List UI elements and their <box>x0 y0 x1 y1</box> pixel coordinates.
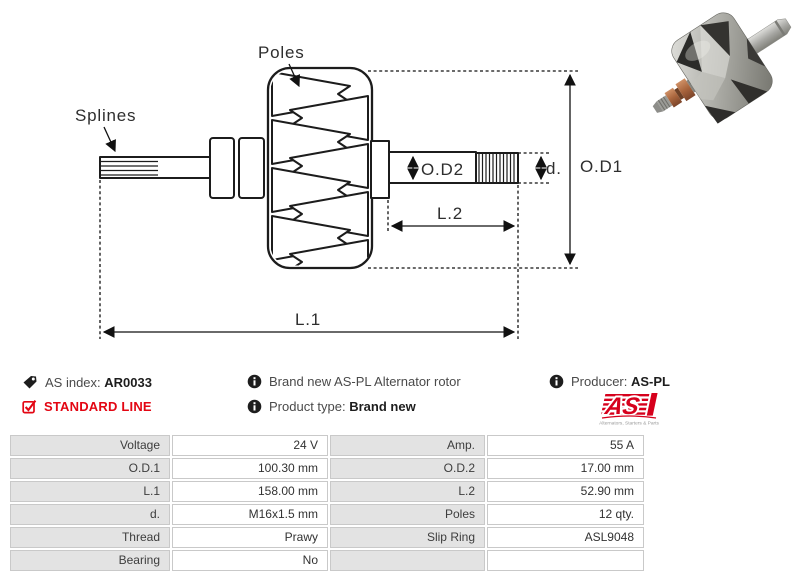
as-index-row: AS index: AR0033 <box>22 374 152 390</box>
spec-label: L.2 <box>330 481 485 502</box>
spec-label: Voltage <box>10 435 170 456</box>
table-row: d. M16x1.5 mm Poles 12 qty. <box>10 504 644 525</box>
as-pl-logo: AS Alternators, Starters & Parts <box>598 391 660 432</box>
spec-label: O.D.2 <box>330 458 485 479</box>
spec-label: Poles <box>330 504 485 525</box>
collar-left-a <box>209 137 235 199</box>
as-index-text: AS index: AR0033 <box>45 375 152 390</box>
od1-label: O.D1 <box>580 157 623 176</box>
spec-value <box>487 550 644 571</box>
as-index-label: AS index: <box>45 374 101 390</box>
as-logo-caption: Alternators, Starters & Parts <box>599 421 659 427</box>
description-row: Brand new AS-PL Alternator rotor <box>247 374 461 389</box>
photo-slip-rings <box>652 78 698 113</box>
poles-pointer-arrow <box>288 63 300 88</box>
technical-diagram: Poles Splines O.D2 d. O.D1 L.2 L.1 <box>75 43 623 339</box>
spec-value: 158.00 mm <box>172 481 328 502</box>
spec-label: Slip Ring <box>330 527 485 548</box>
spec-value: 52.90 mm <box>487 481 644 502</box>
table-row: Thread Prawy Slip Ring ASL9048 <box>10 527 644 548</box>
splines-pointer-arrow <box>103 126 116 153</box>
pole-body <box>266 66 374 270</box>
spec-label: d. <box>10 504 170 525</box>
spec-value: No <box>172 550 328 571</box>
spec-label: Thread <box>10 527 170 548</box>
spec-value: Prawy <box>172 527 328 548</box>
spec-value: 24 V <box>172 435 328 456</box>
spec-value: 100.30 mm <box>172 458 328 479</box>
producer-text: Producer: AS-PL <box>571 374 670 389</box>
spec-value: 17.00 mm <box>487 458 644 479</box>
claw-poles <box>271 71 369 266</box>
spec-table: Voltage 24 V Amp. 55 A O.D.1 100.30 mm O… <box>8 433 646 573</box>
product-type-row: Product type: Brand new <box>247 399 416 414</box>
checkbox-checked-icon <box>22 399 37 414</box>
standard-line-row: STANDARD LINE <box>22 399 152 414</box>
standard-line-badge: STANDARD LINE <box>44 399 152 414</box>
as-logo-mark: AS <box>600 391 658 422</box>
info-icon <box>549 374 564 389</box>
as-index-value: AR0033 <box>104 374 152 390</box>
table-row: L.1 158.00 mm L.2 52.90 mm <box>10 481 644 502</box>
table-row: O.D.1 100.30 mm O.D.2 17.00 mm <box>10 458 644 479</box>
producer-row: Producer: AS-PL <box>549 374 670 389</box>
table-row: Bearing No <box>10 550 644 571</box>
info-icon <box>247 399 262 414</box>
product-type-label: Product type: <box>269 399 346 414</box>
od2-label: O.D2 <box>421 160 464 179</box>
spec-value: M16x1.5 mm <box>172 504 328 525</box>
collar-right <box>370 140 390 199</box>
producer-label: Producer: <box>571 374 628 389</box>
producer-value: AS-PL <box>631 374 670 389</box>
spec-value: 55 A <box>487 435 644 456</box>
tag-icon <box>22 374 38 390</box>
splines-label: Splines <box>75 106 136 125</box>
photo-body <box>671 12 773 124</box>
spec-value: ASL9048 <box>487 527 644 548</box>
spec-label <box>330 550 485 571</box>
as-logo-swoosh <box>601 415 657 419</box>
l1-label: L.1 <box>295 310 321 329</box>
splined-shaft <box>99 156 211 179</box>
spec-label: Bearing <box>10 550 170 571</box>
spec-value: 12 qty. <box>487 504 644 525</box>
d-label: d. <box>546 159 562 178</box>
product-type-text: Product type: Brand new <box>269 399 416 414</box>
spec-label: O.D.1 <box>10 458 170 479</box>
product-photo <box>652 12 792 124</box>
description-text: Brand new AS-PL Alternator rotor <box>269 374 461 389</box>
spec-label: Amp. <box>330 435 485 456</box>
thread-section <box>475 152 519 184</box>
table-row: Voltage 24 V Amp. 55 A <box>10 435 644 456</box>
collar-left-b <box>238 137 265 199</box>
l2-label: L.2 <box>437 204 463 223</box>
poles-label: Poles <box>258 43 305 62</box>
product-type-value: Brand new <box>349 399 416 414</box>
info-icon <box>247 374 262 389</box>
spec-label: L.1 <box>10 481 170 502</box>
